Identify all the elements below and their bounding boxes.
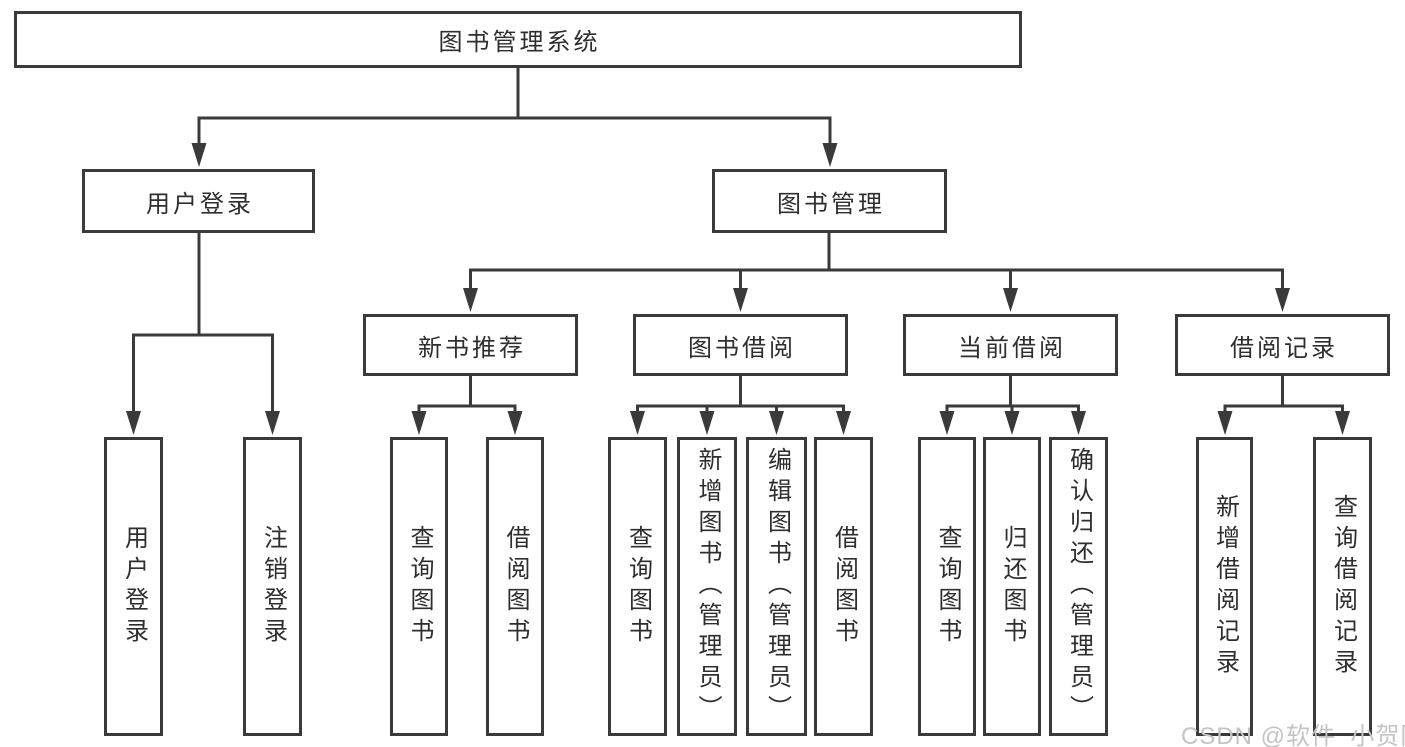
leaf-query-books-borrow: 查询图书 [608,437,667,736]
leaf-borrow-books-recommend: 借阅图书 [486,437,544,736]
leaf-borrow-books: 借阅图书 [814,437,873,736]
leaf-logout: 注销登录 [243,437,302,736]
leaf-query-borrow-record: 查询借阅记录 [1313,437,1372,736]
leaf-add-books-admin: 新增图书（管理员） [677,437,737,736]
node-book-borrowing: 图书借阅 [633,314,848,376]
leaf-query-books-current: 查询图书 [918,437,976,736]
node-borrowing-records: 借阅记录 [1175,314,1390,376]
arrowheads [126,143,1350,435]
leaf-add-borrow-record: 新增借阅记录 [1196,437,1253,736]
leaf-confirm-return-admin: 确认归还（管理员） [1049,437,1108,736]
node-new-book-recommendation: 新书推荐 [363,314,578,376]
node-book-management: 图书管理 [712,169,947,233]
node-current-borrowing: 当前借阅 [903,314,1118,376]
leaf-query-books-recommend: 查询图书 [390,437,448,736]
node-user-login: 用户登录 [82,169,315,233]
csdn-watermark: CSDN @软件_小贺同学 [1181,723,1405,747]
leaf-user-login: 用户登录 [104,437,163,736]
edge-lines [132,66,1344,418]
leaf-edit-books-admin: 编辑图书（管理员） [746,437,807,736]
leaf-return-books: 归还图书 [983,437,1041,736]
node-root-system: 图书管理系统 [14,11,1022,68]
